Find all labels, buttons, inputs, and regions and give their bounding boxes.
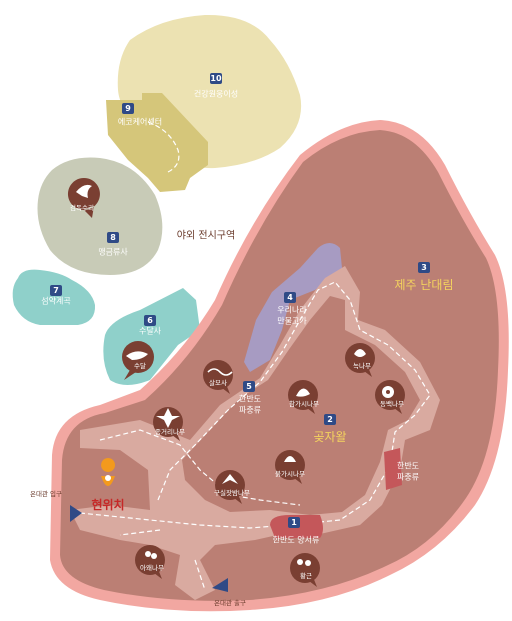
zone-4-label-line2: 만물고가 <box>277 317 307 326</box>
svg-text:5: 5 <box>246 382 252 391</box>
svg-text:아왜나무: 아왜나무 <box>140 563 164 572</box>
zone-6-badge: 6 <box>144 315 156 326</box>
exit-label: 온대관 출구 <box>214 598 246 607</box>
hibiscus-icon <box>297 559 303 565</box>
zone-7-area[interactable] <box>12 269 96 325</box>
zone-8-label: 맹금류사 <box>98 247 128 257</box>
zone-4-badge: 4 <box>284 292 296 303</box>
otter-icon <box>126 351 148 360</box>
zone-6-label: 수달사 <box>139 327 162 336</box>
zone-9-area[interactable] <box>106 93 208 192</box>
svg-text:참가시나무: 참가시나무 <box>289 399 319 408</box>
svg-text:붉가시나무: 붉가시나무 <box>275 469 305 478</box>
location-pin-icon <box>101 458 116 492</box>
zone-8-badge: 8 <box>107 232 119 243</box>
marker-hwangeun[interactable]: 황근 <box>290 553 320 587</box>
svg-text:4: 4 <box>287 293 293 302</box>
svg-text:8: 8 <box>110 233 116 242</box>
zone-3-badge: 3 <box>418 262 430 273</box>
eagle-icon <box>76 184 92 198</box>
svg-text:3: 3 <box>421 263 427 272</box>
zone-9-badge: 9 <box>122 103 134 114</box>
reptile-right-label-line2: 파충류 <box>397 473 419 482</box>
marker-nokna[interactable]: 녹나무 <box>345 343 375 377</box>
entrance-arrow[interactable] <box>70 505 82 522</box>
svg-text:구실잣밤나무: 구실잣밤나무 <box>214 488 250 497</box>
outdoor-exhibit-label: 야외 전시구역 <box>177 230 235 242</box>
marker-bulgasi[interactable]: 붉가시나무 <box>275 450 305 484</box>
berry-icon <box>145 551 151 557</box>
svg-text:9: 9 <box>125 104 131 113</box>
zone-8-area[interactable] <box>37 157 163 276</box>
eagle-marker[interactable]: 검독수리 <box>67 178 100 218</box>
zone-4-label-line1: 우리나라 <box>277 306 307 315</box>
chestnut-icon <box>222 474 238 484</box>
svg-text:살모사: 살모사 <box>209 378 227 387</box>
exit-arrow[interactable] <box>212 578 228 592</box>
marker-jonggeori[interactable]: 종거리나무 <box>153 407 185 441</box>
otter-label: 수달 <box>134 362 146 370</box>
zone-2-badge: 2 <box>324 414 336 425</box>
reptile-room-right[interactable] <box>384 448 402 490</box>
zone-7-badge: 7 <box>50 285 62 296</box>
reptile-right-label-line1: 한반도 <box>397 462 419 471</box>
svg-text:2: 2 <box>327 415 333 424</box>
acorn-icon <box>284 456 296 462</box>
zone-3-label: 제주 난대림 <box>394 278 453 292</box>
zone-10-label: 건강원웅이성 <box>194 89 238 99</box>
flower-icon <box>354 349 366 357</box>
zone-9-walkway <box>147 121 180 173</box>
zone-4-area[interactable] <box>244 243 342 372</box>
current-location-label: 현위치 <box>91 497 124 512</box>
zone-10-badge: 10 <box>210 73 222 84</box>
marker-chamgasi[interactable]: 참가시나무 <box>288 380 319 414</box>
current-location-marker[interactable]: 현위치 <box>91 458 125 512</box>
snake-icon <box>207 368 233 376</box>
zone-2-label: 곶자왈 <box>313 430 346 444</box>
marker-salmosa[interactable]: 살모사 <box>203 360 233 394</box>
eagle-label: 검독수리 <box>70 203 94 212</box>
zone-1-badge: 1 <box>288 517 300 528</box>
zone-1-label: 한반도 양서류 <box>273 536 320 545</box>
zone-5-badge: 5 <box>243 381 255 392</box>
marker-dongbaek[interactable]: 동백나무 <box>375 380 405 414</box>
zone-7-label: 섬약계곡 <box>41 296 70 306</box>
svg-text:동백나무: 동백나무 <box>380 399 404 408</box>
zone-5-label-line2: 파충류 <box>239 406 261 415</box>
leaf-cluster-icon <box>156 408 180 428</box>
route-line-2 <box>99 429 301 591</box>
marker-ajaen[interactable]: 아왜나무 <box>135 545 165 579</box>
svg-text:7: 7 <box>53 286 59 295</box>
svg-text:황근: 황근 <box>300 571 312 580</box>
svg-text:1: 1 <box>291 518 297 527</box>
zone-5-label-line1: 한반도 <box>239 395 261 404</box>
otter-marker[interactable]: 수달 <box>122 341 154 380</box>
leaf-icon <box>296 388 310 397</box>
svg-text:6: 6 <box>147 316 153 325</box>
zone-9-label: 에코케어센터 <box>118 117 162 127</box>
marker-gusil[interactable]: 구실잣밤나무 <box>214 470 250 504</box>
svg-text:녹나무: 녹나무 <box>353 361 371 370</box>
entrance-label: 온대관 입구 <box>30 489 62 498</box>
svg-text:종거리나무: 종거리나무 <box>155 427 185 436</box>
svg-text:10: 10 <box>210 74 222 83</box>
